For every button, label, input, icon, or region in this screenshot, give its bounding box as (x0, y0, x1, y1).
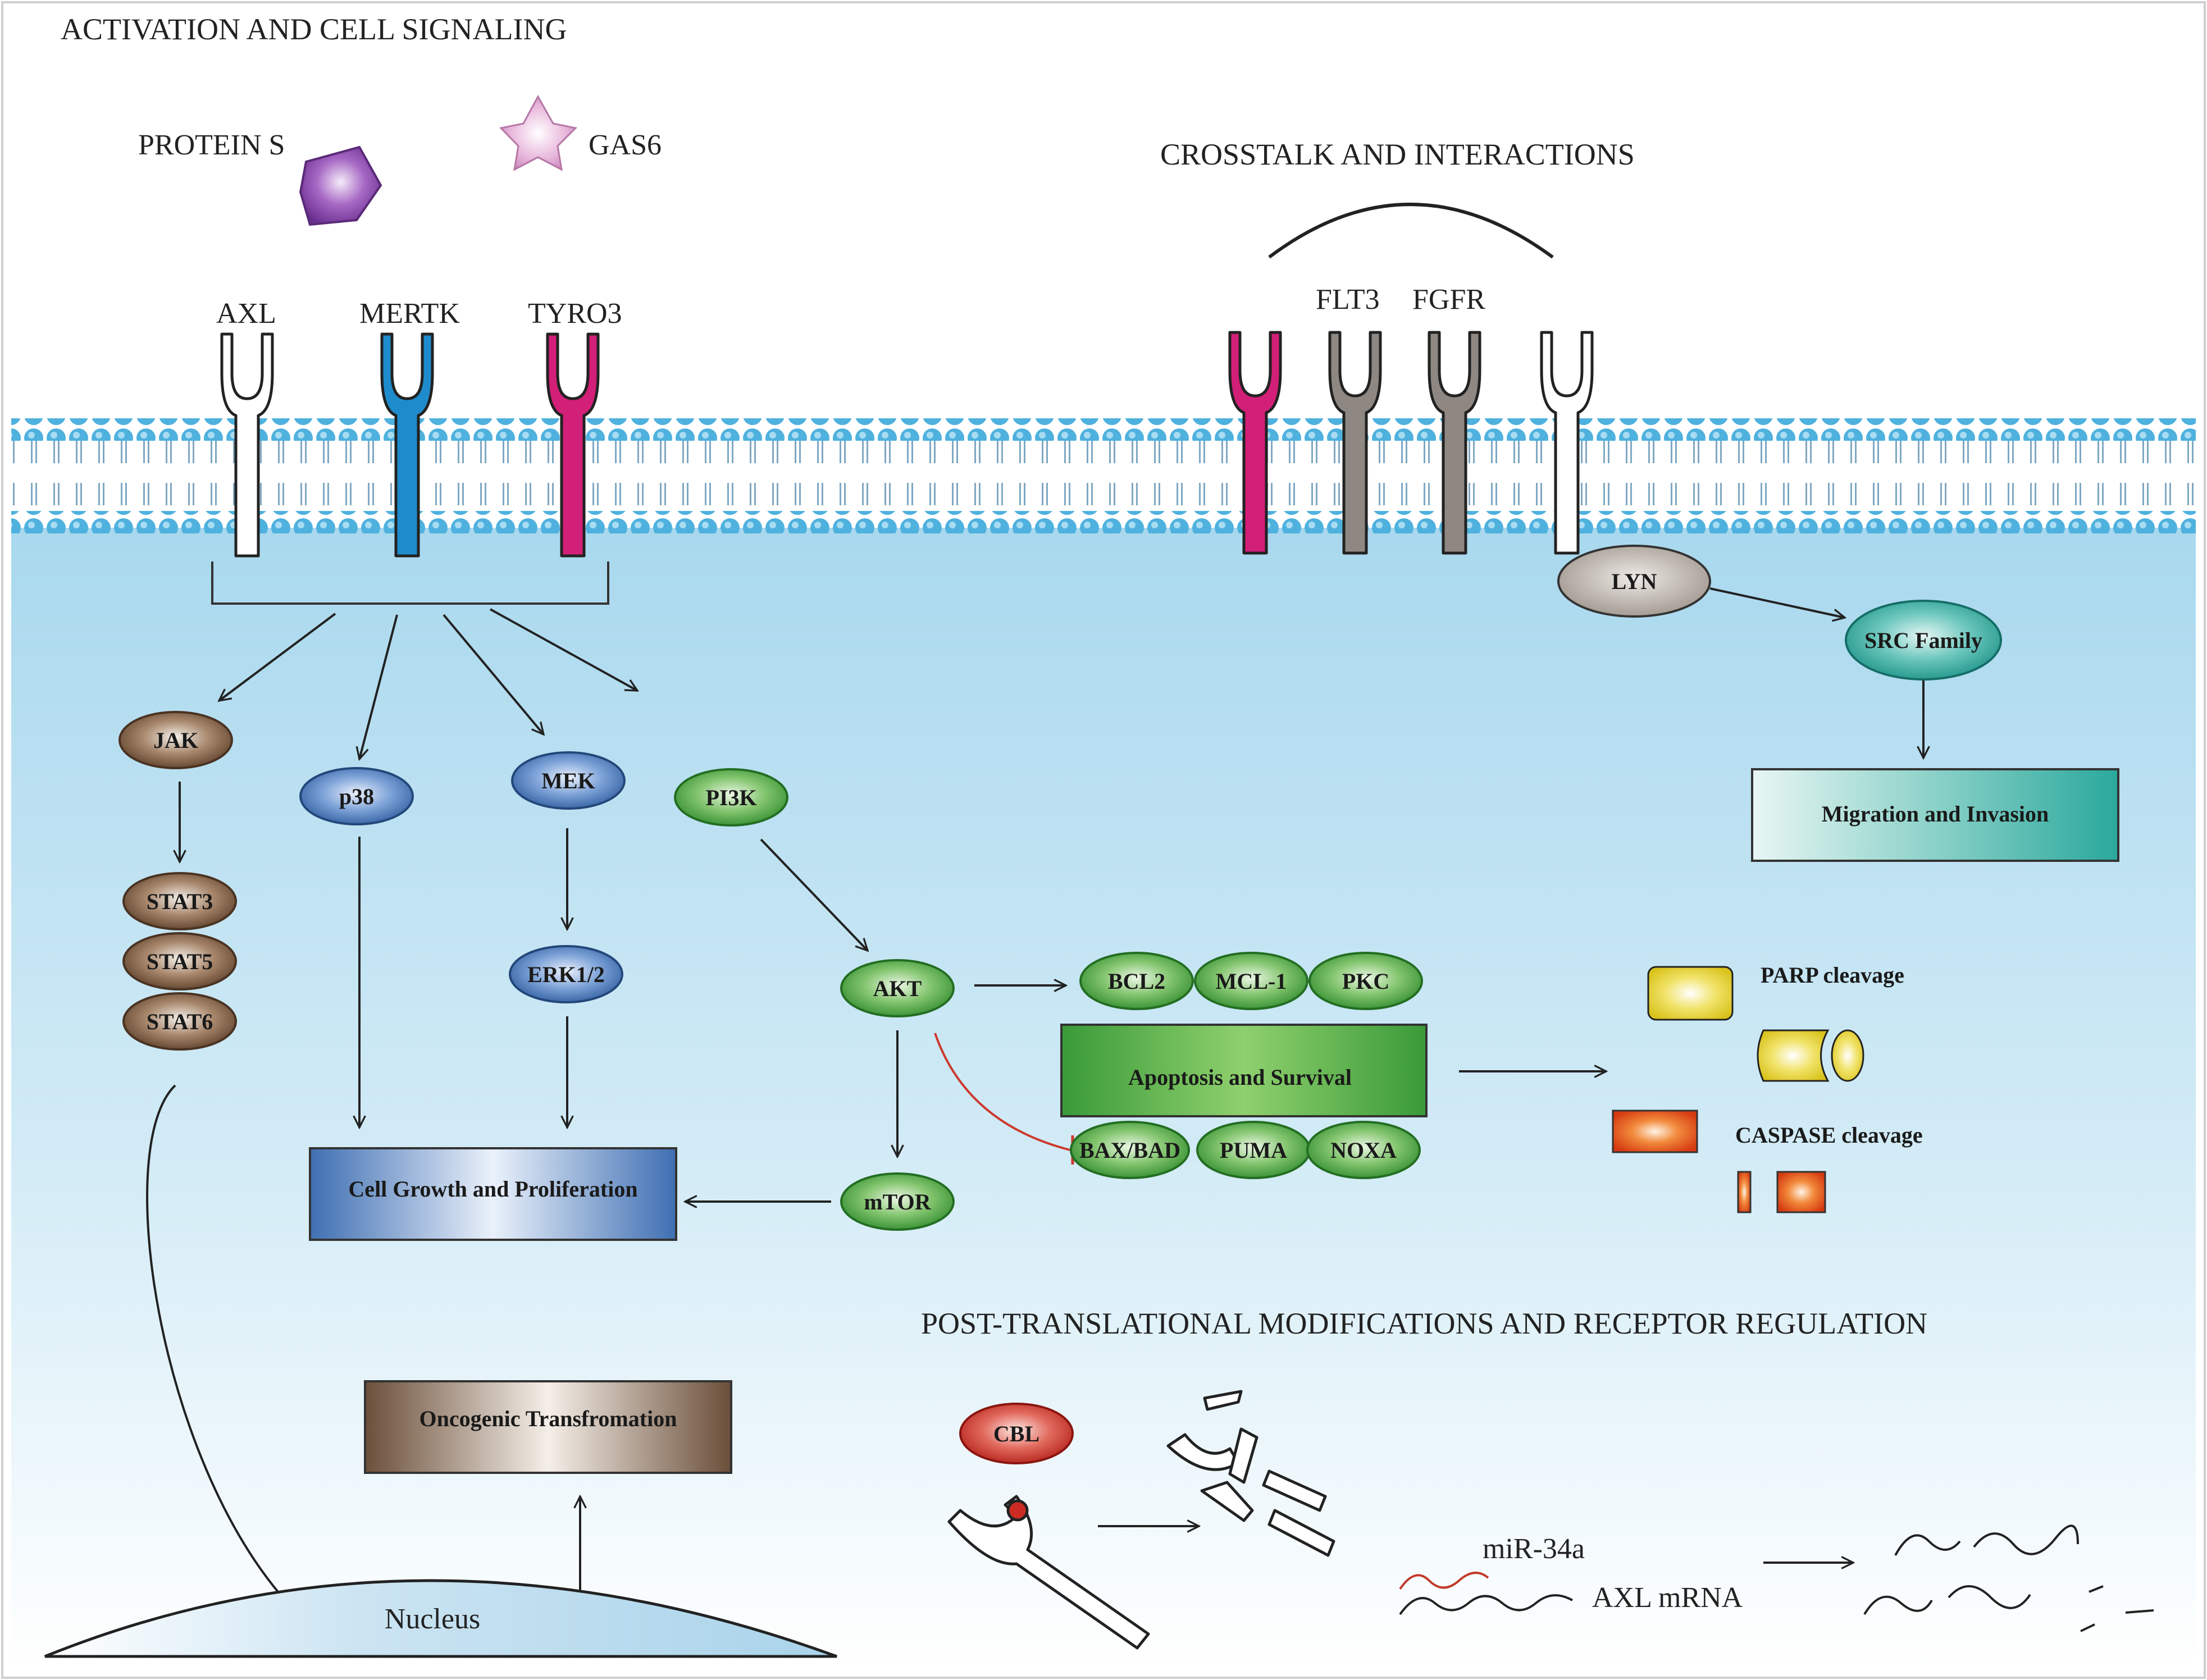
svg-text:PI3K: PI3K (705, 785, 756, 810)
axl-mrna-label: AXL mRNA (1592, 1582, 1743, 1614)
svg-text:BAX/BAD: BAX/BAD (1079, 1138, 1180, 1163)
mertk-label: MERTK (359, 298, 460, 330)
svg-text:SRC Family: SRC Family (1864, 628, 1982, 653)
akt-node: AKT (840, 959, 955, 1017)
tyro3-receptor-icon (546, 332, 600, 558)
svg-text:Apoptosis and Survival: Apoptosis and Survival (1128, 1065, 1352, 1090)
pathway-arrows (146, 587, 1923, 1605)
gas6-label: GAS6 (589, 129, 662, 161)
stat5-node: STAT5 (122, 932, 237, 990)
pkc-node: PKC (1308, 952, 1423, 1010)
degraded-mrna-fragments (1863, 1524, 2154, 1632)
puma-node: PUMA (1196, 1121, 1311, 1179)
mek-node: MEK (511, 751, 626, 810)
lyn-node: LYN (1557, 545, 1711, 618)
baxbad-node: BAX/BAD (1070, 1121, 1190, 1179)
svg-text:p38: p38 (339, 784, 374, 809)
mtor-node: mTOR (840, 1172, 955, 1231)
svg-text:LYN: LYN (1612, 569, 1657, 594)
crosstalk-arc (1268, 203, 1554, 259)
svg-text:PUMA: PUMA (1220, 1138, 1287, 1163)
tyro3-label: TYRO3 (528, 298, 622, 330)
heading-ptm: POST-TRANSLATIONAL MODIFICATIONS AND REC… (921, 1307, 1927, 1340)
receptor-bracket (211, 561, 609, 605)
pink-receptor-icon (1228, 331, 1282, 555)
svg-text:MCL-1: MCL-1 (1216, 969, 1287, 994)
svg-text:MEK: MEK (541, 768, 595, 793)
cell-growth-box: Cell Growth and Proliferation (309, 1147, 677, 1241)
svg-text:STAT5: STAT5 (147, 949, 213, 974)
fgfr-label: FGFR (1412, 284, 1485, 316)
apoptosis-survival-box: Apoptosis and Survival (1060, 1024, 1428, 1117)
white-receptor-icon (1540, 331, 1594, 555)
parp-intact-icon (1647, 966, 1734, 1021)
flt3-receptor-icon (1328, 331, 1382, 555)
svg-text:Cell Growth and Proliferation: Cell Growth and Proliferation (348, 1176, 637, 1202)
caspase-fragment-icon (1776, 1171, 1826, 1213)
degraded-receptor-icon (1166, 1390, 1335, 1557)
src-family-node: SRC Family (1845, 600, 2002, 681)
caspase-label: CASPASE cleavage (1735, 1122, 1923, 1148)
svg-text:AKT: AKT (873, 976, 922, 1001)
heading-activation: ACTIVATION AND CELL SIGNALING (61, 12, 567, 46)
ubiquitinated-receptor-icon (947, 1495, 1150, 1650)
stat6-node: STAT6 (122, 992, 237, 1051)
noxa-node: NOXA (1306, 1121, 1421, 1179)
cbl-node: CBL (959, 1403, 1074, 1464)
jak-node: JAK (118, 711, 233, 769)
migration-invasion-box: Migration and Invasion (1751, 768, 2119, 862)
svg-text:ERK1/2: ERK1/2 (527, 962, 605, 987)
p38-node: p38 (299, 767, 414, 825)
svg-text:Migration and Invasion: Migration and Invasion (1822, 801, 2049, 827)
svg-text:NOXA: NOXA (1330, 1138, 1397, 1163)
nucleus-shape (44, 1579, 837, 1658)
heading-crosstalk: CROSSTALK AND INTERACTIONS (1160, 138, 1635, 171)
bcl2-node: BCL2 (1079, 952, 1194, 1010)
parp-label: PARP cleavage (1761, 962, 1904, 988)
svg-text:mTOR: mTOR (864, 1189, 931, 1215)
mcl1-node: MCL-1 (1194, 952, 1308, 1010)
pi3k-node: PI3K (674, 768, 788, 827)
mir-34a-strand (1399, 1572, 1489, 1590)
parp-fragment-small-icon (1831, 1029, 1864, 1082)
fgfr-receptor-icon (1428, 331, 1481, 555)
svg-text:BCL2: BCL2 (1108, 969, 1165, 994)
axl-receptor-icon (220, 332, 274, 558)
svg-text:STAT6: STAT6 (147, 1009, 213, 1034)
svg-text:CBL: CBL (993, 1421, 1039, 1446)
axl-mrna-strand (1399, 1594, 1573, 1615)
svg-text:Oncogenic Transfromation: Oncogenic Transfromation (419, 1406, 677, 1431)
svg-text:STAT3: STAT3 (147, 889, 213, 914)
flt3-label: FLT3 (1316, 284, 1380, 316)
caspase-intact-icon (1612, 1110, 1698, 1153)
erk-node: ERK1/2 (509, 945, 623, 1003)
svg-text:PKC: PKC (1342, 969, 1389, 994)
inhibition-line (934, 1033, 1070, 1151)
protein-s-hexagon-icon (299, 145, 382, 226)
svg-text:JAK: JAK (153, 728, 198, 753)
stat3-node: STAT3 (122, 872, 237, 930)
cell-membrane (11, 418, 2196, 533)
protein-s-label: PROTEIN S (138, 129, 285, 161)
oncogenic-transformation-box: Oncogenic Transfromation (364, 1380, 732, 1474)
axl-label: AXL (216, 298, 276, 330)
mertk-receptor-icon (380, 332, 434, 558)
nucleus-label: Nucleus (385, 1603, 480, 1635)
gas6-star-icon (499, 94, 578, 171)
caspase-fragment-small-icon (1737, 1171, 1752, 1213)
parp-fragment-icon (1757, 1029, 1830, 1082)
mir-34a-label: miR-34a (1483, 1533, 1585, 1565)
